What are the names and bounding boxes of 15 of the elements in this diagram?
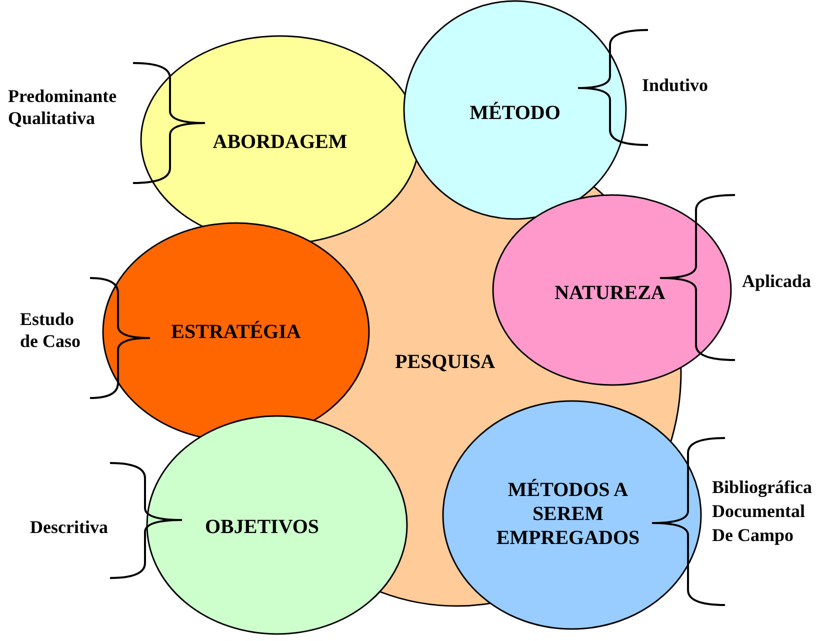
side-label: Aplicada (742, 270, 812, 292)
side-label: Predominante Qualitativa (8, 85, 118, 129)
node-label: NATUREZA (554, 281, 666, 305)
node-label: ABORDAGEM (212, 130, 348, 154)
node-label: PESQUISA (394, 350, 496, 374)
side-label: Documental (712, 500, 806, 522)
side-label: Descritiva (30, 516, 109, 538)
node-label: MÉTODOS A SEREM EMPREGADOS (495, 478, 641, 550)
side-label: Indutivo (642, 74, 710, 96)
node-label: OBJETIVOS (204, 515, 320, 539)
side-label: Estudo de Caso (20, 308, 82, 352)
side-label: Bibliográfica (712, 476, 813, 498)
side-label: De Campo (712, 524, 794, 546)
node-label: MÉTODO (470, 101, 560, 125)
node-label: ESTRATÉGIA (171, 320, 301, 344)
